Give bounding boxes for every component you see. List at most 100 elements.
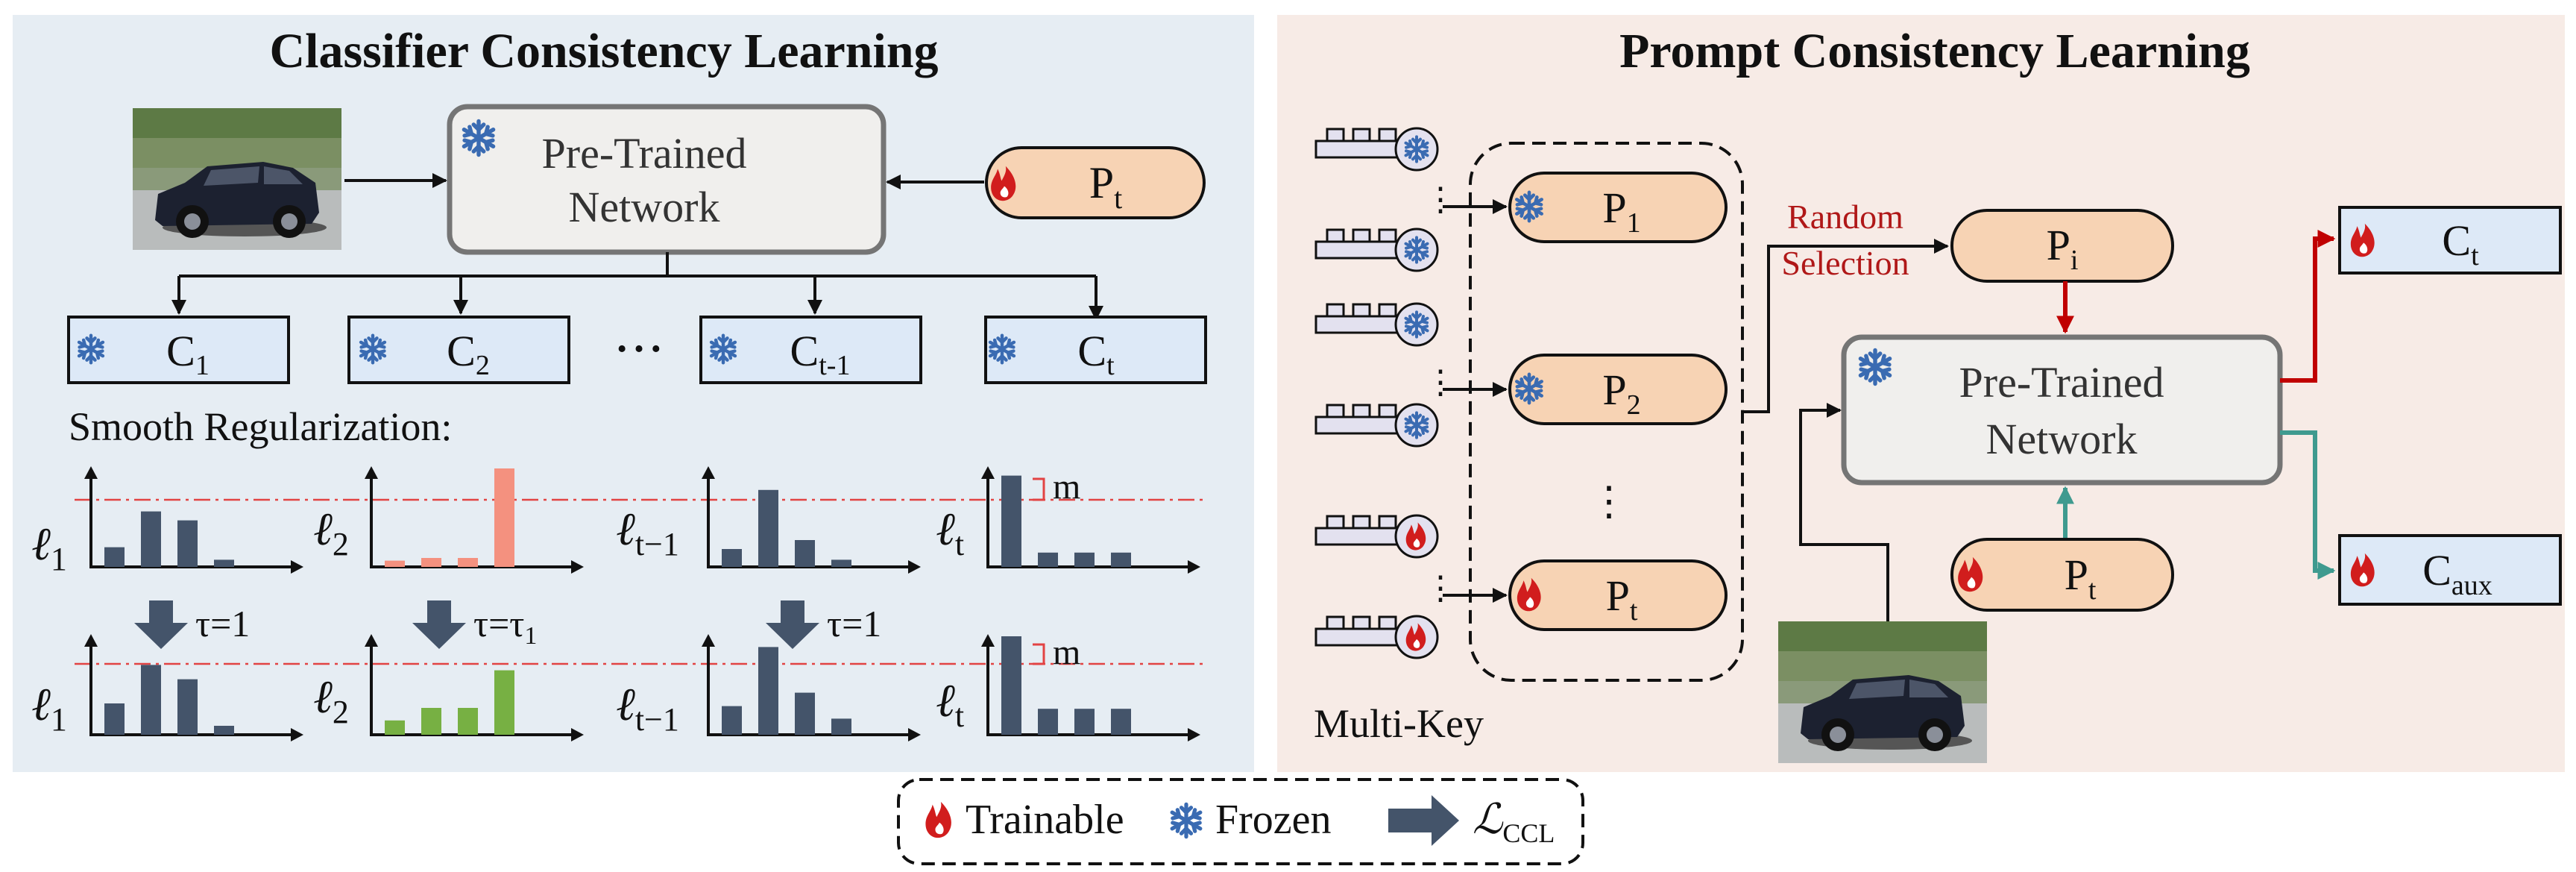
axis-arrowhead <box>84 634 98 647</box>
ellipsis: • • • <box>617 333 661 365</box>
histogram-bar <box>385 720 405 735</box>
margin-label-bottom: m <box>1053 633 1080 672</box>
flame-icon <box>925 801 951 838</box>
histogram-bar <box>385 560 405 567</box>
vertical-dots-2: ⋮ <box>1424 364 1457 401</box>
prompt-p1-label: P1 <box>1602 184 1640 239</box>
classifier-c1-box <box>67 316 290 384</box>
margin-bracket-top <box>1033 477 1045 501</box>
axis-arrowhead <box>702 634 715 647</box>
down-arrow-1 <box>134 600 188 649</box>
histogram-bar <box>831 559 851 567</box>
prompt-pt-label: Pt <box>1089 158 1123 215</box>
key-icon <box>1314 403 1439 448</box>
random-selection-arrow <box>1742 239 1949 413</box>
prompt-consistency-panel: Prompt Consistency Learning ⋮ ⋮ ⋮ P1 P2 … <box>1277 15 2565 772</box>
loss-label-2-top: ℓ2 <box>313 504 349 562</box>
prompt-pt-pool-label: Pt <box>1606 571 1638 627</box>
key-icons <box>1314 127 1439 659</box>
legend: Trainable Frozen ℒCCL <box>897 778 1584 865</box>
histogram-bar <box>421 708 441 735</box>
network-label-line1: Pre-Trained <box>542 129 747 178</box>
loss-label-1-bottom: ℓ1 <box>31 680 67 738</box>
key-icon <box>1314 127 1439 172</box>
key-icon <box>1314 615 1439 659</box>
axis-arrowhead <box>291 560 303 574</box>
prompt-pi-box <box>1950 209 2174 283</box>
histogram-bar <box>214 559 234 567</box>
network-right-line2: Network <box>1986 415 2138 463</box>
network-to-caux-arrow <box>2280 430 2336 580</box>
axis-arrowhead <box>981 634 995 647</box>
legend-trainable: Trainable <box>966 797 1124 843</box>
key-icon <box>1314 228 1439 272</box>
classifier-c2-box <box>347 316 570 384</box>
histogram-bar <box>1038 552 1058 567</box>
histogram-bar <box>1074 552 1095 567</box>
margin-bracket-bottom <box>1033 643 1045 665</box>
axis-arrowhead <box>1188 728 1200 741</box>
classifier-c1-label: C1 <box>166 327 210 381</box>
histogram-bar <box>1001 636 1021 735</box>
output-caux-label: Caux <box>2422 546 2492 601</box>
vertical-dots-pool: ⋮ <box>1589 479 1629 524</box>
down-arrow-2 <box>412 600 466 649</box>
classifier-c2-label: C2 <box>447 327 490 381</box>
classifier-ct1-box <box>699 316 922 384</box>
histogram-bar <box>104 703 125 735</box>
legend-loss: ℒCCL <box>1473 797 1555 848</box>
loss-label-t1-bottom: ℓt−1 <box>616 680 679 738</box>
axis-arrowhead <box>365 466 378 479</box>
histogram-bar <box>722 549 742 567</box>
axis-arrowhead <box>981 466 995 479</box>
histogram-bar <box>795 692 815 735</box>
classifier-ct-box <box>984 316 1207 384</box>
image-to-network-arrow-right <box>1799 403 1889 623</box>
histogram-bar <box>458 708 478 735</box>
loss-label-t-top: ℓt <box>936 504 964 562</box>
network-to-ct-arrow <box>2280 230 2336 383</box>
axis-arrowhead <box>291 728 303 741</box>
margin-label-top: m <box>1053 467 1080 506</box>
axis-arrowhead <box>571 560 584 574</box>
classifier-consistency-panel: Classifier Consistency Learning Pre-Trai… <box>13 15 1254 772</box>
histogram-bar <box>494 670 514 735</box>
network-right-line1: Pre-Trained <box>1959 358 2164 407</box>
prompt-p2-label: P2 <box>1602 366 1640 421</box>
histogram-bar <box>1111 552 1131 567</box>
histogram-bar <box>458 558 478 567</box>
histogram-bar <box>795 540 815 567</box>
axis-arrowhead <box>1188 560 1200 574</box>
histogram-bar <box>421 558 441 567</box>
prompt-pi-label: Pi <box>2047 221 2079 276</box>
key-icon <box>1314 514 1439 559</box>
histogram-bar <box>1038 709 1058 735</box>
legend-frozen: Frozen <box>1215 797 1332 843</box>
vertical-dots-1: ⋮ <box>1424 181 1457 218</box>
tau-label-2: τ=τ1 <box>473 603 537 650</box>
prompt-p2-box <box>1508 354 1728 425</box>
axis-arrowhead <box>702 466 715 479</box>
tau-label-3: τ=1 <box>827 603 881 644</box>
classifier-ct-label: Ct <box>1077 327 1115 381</box>
classifier-ct1-label: Ct-1 <box>790 327 851 381</box>
random-selection-line1: Random <box>1787 198 1903 236</box>
key-icon <box>1314 302 1439 347</box>
histogram-bar <box>831 718 851 735</box>
axis-arrowhead <box>365 634 378 647</box>
histogram-bar <box>177 679 198 735</box>
left-panel-title: Classifier Consistency Learning <box>269 24 938 78</box>
loss-label-2-bottom: ℓ2 <box>313 672 349 730</box>
histogram-bar <box>141 665 161 735</box>
axis-arrowhead <box>908 728 921 741</box>
histogram-bar <box>1001 475 1021 567</box>
output-ct-label: Ct <box>2442 216 2479 272</box>
histogram-bar <box>104 547 125 567</box>
histogram-group <box>84 466 1200 741</box>
histogram-bar <box>722 706 742 735</box>
histogram-bar <box>494 468 514 567</box>
loss-label-t-bottom: ℓt <box>936 676 964 734</box>
random-selection-line2: Selection <box>1781 244 1909 282</box>
histogram-bar <box>177 520 198 567</box>
histogram-bar <box>758 489 778 567</box>
